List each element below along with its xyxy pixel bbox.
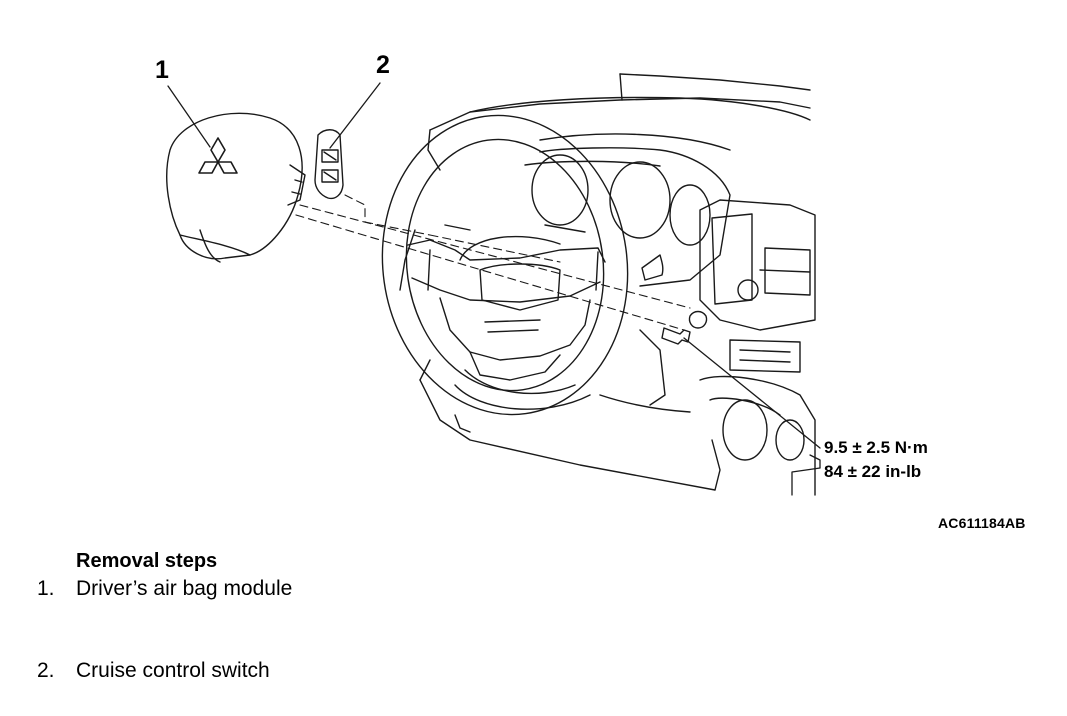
cruise-control-switch — [314, 129, 344, 200]
assembly-lines — [295, 194, 691, 331]
step-number: 1. — [37, 577, 55, 600]
callout-number-1: 1 — [155, 56, 169, 84]
step-label: Cruise control switch — [76, 659, 270, 682]
callout-number-2: 2 — [376, 51, 390, 79]
torque-spec-metric: 9.5 ± 2.5 N·m — [824, 438, 928, 457]
airbag-module — [166, 112, 306, 263]
leader-lines — [167, 82, 821, 496]
torque-spec-imperial: 84 ± 22 in-lb — [824, 462, 922, 481]
bolt-icon — [661, 310, 708, 345]
removal-steps-heading: Removal steps — [76, 550, 218, 572]
mitsubishi-logo-icon — [198, 137, 238, 174]
figure-id: AC611184AB — [938, 515, 1026, 531]
step-label: Driver’s air bag module — [76, 577, 293, 600]
steering-wheel-icon — [381, 114, 629, 416]
dashboard-outline — [399, 73, 816, 496]
step-number: 2. — [37, 659, 55, 682]
